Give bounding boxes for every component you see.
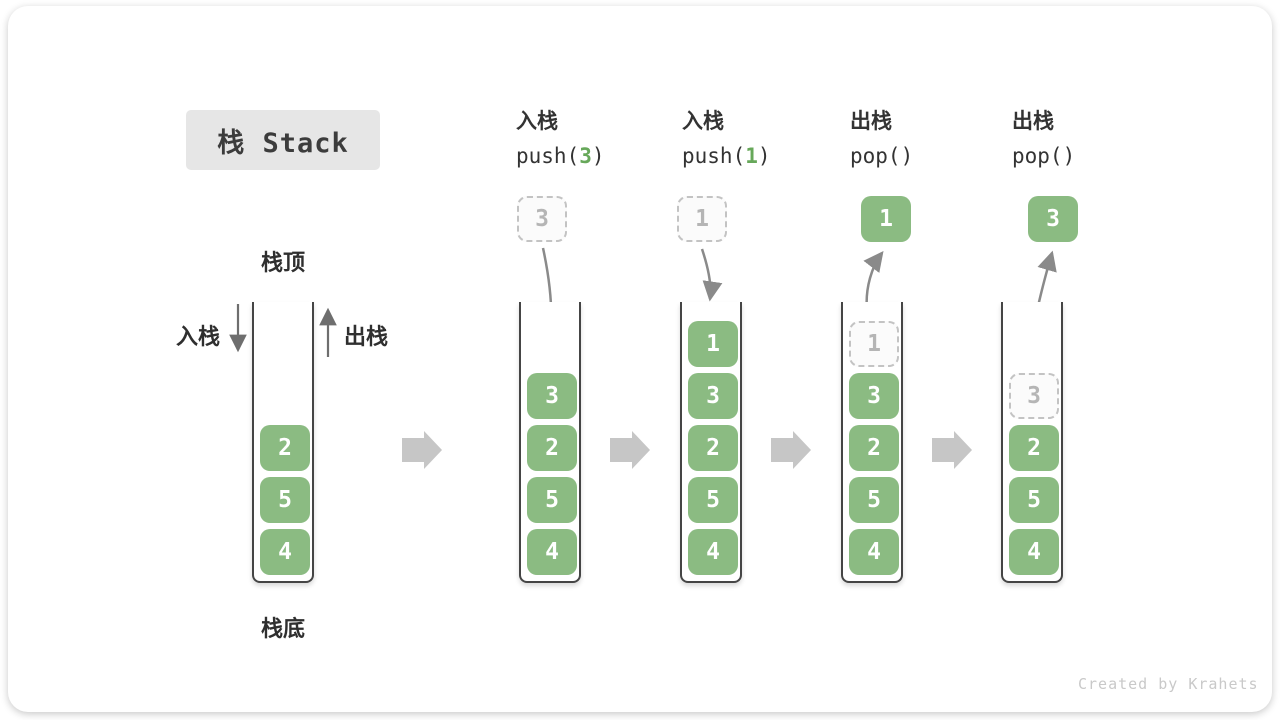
stack-cell: 4 <box>688 529 738 575</box>
pop-side-label: 出栈 <box>344 324 389 349</box>
code-post: ) <box>757 144 771 168</box>
stack-cell: 4 <box>527 529 577 575</box>
code-post: ) <box>591 144 605 168</box>
stack-cell: 2 <box>849 425 899 471</box>
stack-cell: 2 <box>527 425 577 471</box>
stack-initial: 2 5 4 <box>252 302 314 583</box>
watermark: Created by Krahets <box>1078 675 1259 693</box>
op-code: push(1) <box>682 144 832 168</box>
stack-cell: 5 <box>260 477 310 523</box>
code-post: ) <box>1062 144 1076 168</box>
push-side-label: 入栈 <box>176 324 221 349</box>
op-label-pop-first: 出栈 pop() <box>850 105 1000 168</box>
op-code: pop() <box>850 144 1000 168</box>
stack-bottom-label: 栈底 <box>260 616 305 641</box>
stack-cell: 2 <box>688 425 738 471</box>
op-code: push(3) <box>516 144 666 168</box>
op-label-pop-second: 出栈 pop() <box>1012 105 1162 168</box>
code-post: ) <box>900 144 914 168</box>
stack-cell: 1 <box>688 321 738 367</box>
op-code: pop() <box>1012 144 1162 168</box>
title-box: 栈 Stack <box>186 110 380 170</box>
code-arg: 1 <box>745 144 758 168</box>
stack-cell: 3 <box>849 373 899 419</box>
stack-cell: 4 <box>1009 529 1059 575</box>
code-pre: pop( <box>850 144 901 168</box>
stack-cell-removed: 1 <box>849 321 899 367</box>
op-label-push-1: 入栈 push(1) <box>682 105 832 168</box>
stack-top-label: 栈顶 <box>260 250 305 275</box>
stack-cell: 5 <box>527 477 577 523</box>
stack-first-pop: 1 3 2 5 4 <box>841 302 903 583</box>
code-pre: push( <box>682 144 746 168</box>
stack-cell-removed: 3 <box>1009 373 1059 419</box>
stack-cell: 2 <box>1009 425 1059 471</box>
code-pre: push( <box>516 144 580 168</box>
op-name: 出栈 <box>1012 110 1054 133</box>
stack-after-push-3: 3 2 5 4 <box>519 302 581 583</box>
op-label-push-3: 入栈 push(3) <box>516 105 666 168</box>
floating-push-value-1: 1 <box>677 196 727 242</box>
floating-popped-value-1: 1 <box>861 196 911 242</box>
op-name: 入栈 <box>682 110 724 133</box>
stack-cell: 4 <box>260 529 310 575</box>
stack-cell: 5 <box>688 477 738 523</box>
floating-popped-value-3: 3 <box>1028 196 1078 242</box>
stack-cell: 2 <box>260 425 310 471</box>
stack-cell: 3 <box>527 373 577 419</box>
floating-push-value-3: 3 <box>517 196 567 242</box>
op-name: 入栈 <box>516 110 558 133</box>
code-arg: 3 <box>579 144 592 168</box>
stack-second-pop: 3 2 5 4 <box>1001 302 1063 583</box>
stack-cell: 5 <box>1009 477 1059 523</box>
stack-after-push-1: 1 3 2 5 4 <box>680 302 742 583</box>
stack-cell: 5 <box>849 477 899 523</box>
stack-cell: 4 <box>849 529 899 575</box>
stack-cell: 3 <box>688 373 738 419</box>
code-pre: pop( <box>1012 144 1063 168</box>
op-name: 出栈 <box>850 110 892 133</box>
